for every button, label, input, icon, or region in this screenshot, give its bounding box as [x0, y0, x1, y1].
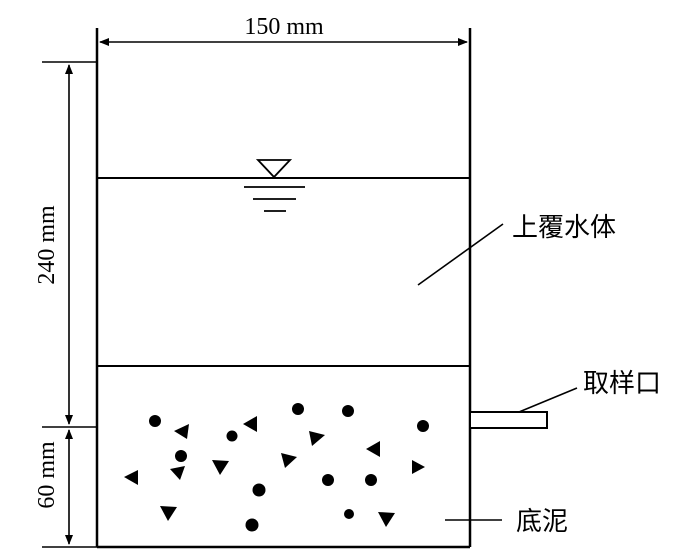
sediment-particles [124, 403, 429, 532]
sediment-particle [124, 470, 138, 485]
height-dimension-lines [42, 61, 97, 548]
sediment-particle [226, 430, 238, 442]
column-container [95, 28, 472, 549]
sediment-particle [292, 403, 304, 415]
sediment-particle [212, 460, 229, 475]
sediment-particle [365, 474, 377, 486]
height-upper-label: 240 mm [34, 205, 60, 285]
sediment-particle [170, 466, 185, 480]
sediment-particle [252, 483, 266, 497]
sediment-particle [417, 420, 429, 432]
sediment-particle [281, 453, 297, 468]
sediment-particle [412, 460, 425, 474]
sediment-particle [245, 518, 259, 532]
sampling-port-tube [469, 411, 548, 429]
sediment-particle [149, 415, 161, 427]
overlying-water-leader [417, 223, 504, 286]
height-lower-label: 60 mm [34, 441, 60, 509]
sediment-particle [175, 450, 187, 462]
sediment-particle [243, 416, 257, 432]
width-dimension-label: 150 mm [244, 14, 324, 40]
sediment-particle [344, 509, 354, 519]
water-level-triangle-icon [244, 159, 305, 212]
sampling-port-label: 取样口 [583, 369, 661, 399]
sediment-particle [160, 506, 177, 521]
sediment-particle [309, 431, 325, 446]
overlying-water-label: 上覆水体 [512, 213, 616, 243]
sampling-port-leader [518, 387, 578, 413]
sediment-particle [366, 441, 380, 457]
sediment-particle [378, 512, 395, 527]
sediment-label: 底泥 [516, 507, 568, 537]
sediment-particle [342, 405, 354, 417]
sediment-particle [174, 424, 189, 439]
sediment-particle [322, 474, 334, 486]
